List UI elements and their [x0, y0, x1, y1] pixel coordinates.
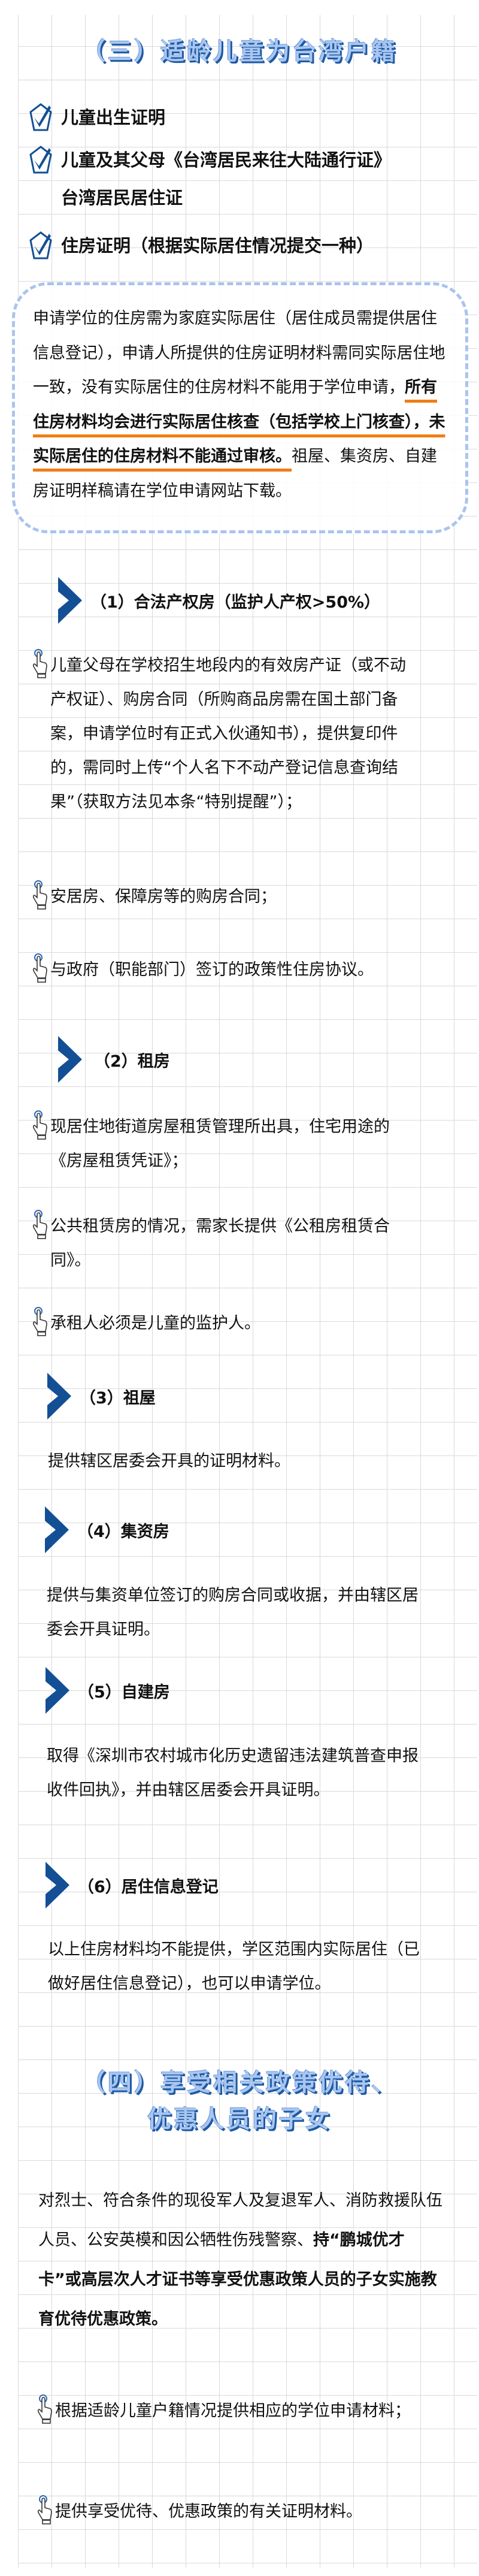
intro-bold: 持“鹏城优才卡”或高层次人才证书等享受优惠政策人员的子女实施教育优待优惠政策。: [38, 2231, 437, 2329]
heading-residence-registration: （6）居住信息登记: [46, 1862, 219, 1908]
pointing-hand-icon: [32, 1110, 47, 1140]
bullet-item: 承租人必须是儿童的监护人。: [32, 1306, 451, 1340]
checklist-item: 住房证明（根据实际居住情况提交一种）: [29, 228, 374, 261]
chevron-right-icon: [45, 1506, 69, 1553]
pointing-hand-icon: [32, 880, 47, 910]
pointing-hand-icon: [37, 2394, 52, 2424]
pointing-hand-icon: [32, 953, 47, 983]
pentagon-check-icon: [29, 231, 52, 259]
bullet-item: 与政府（职能部门）签订的政策性住房协议。: [32, 953, 451, 987]
bullet-item: 根据适龄儿童户籍情况提供相应的学位申请材料；: [37, 2394, 456, 2428]
pointing-hand-icon: [32, 649, 47, 678]
checklist-item: 儿童出生证明: [29, 99, 165, 133]
pentagon-check-icon: [29, 146, 52, 174]
chevron-right-icon: [58, 1036, 82, 1083]
pointing-hand-icon: [37, 2495, 52, 2524]
checklist-item-continued: 台湾居民居住证: [61, 188, 183, 208]
heading-legal-property: （1）合法产权房（监护人产权>50%）: [58, 577, 380, 624]
section-title-taiwan: （三）适龄儿童为台湾户籍: [81, 38, 398, 65]
heading-ancestral-house: （3）祖屋: [47, 1373, 156, 1420]
note-highlight: 所有住房材料均会进行实际居住核查（包括学校上门核查），未实际居住的住房材料不能通…: [33, 378, 445, 466]
note-plain-end: 祖屋、集资房、自建房证明样稿请在学位申请网站下载。: [33, 447, 437, 500]
intro-plain: 对烈士、符合条件的现役军人及复退军人、消防救援队伍人员、公安英模和因公牺牲伤残警…: [38, 2191, 442, 2249]
bullet-item: 儿童父母在学校招生地段内的有效房产证（或不动产权证）、购房合同（所购商品房需在国…: [32, 648, 451, 819]
ancestral-house-text: 提供辖区居委会开具的证明材料。: [48, 1452, 290, 1470]
bullet-item: 提供享受优待、优惠政策的有关证明材料。: [37, 2495, 456, 2529]
chevron-right-icon: [47, 1373, 71, 1420]
pointing-hand-icon: [32, 1210, 47, 1239]
heading-collective-housing: （4）集资房: [45, 1506, 169, 1553]
pentagon-check-icon: [29, 103, 52, 131]
heading-self-built-house: （5）自建房: [46, 1667, 170, 1714]
residence-registration-text: 以上住房材料均不能提供，学区范围内实际居住（已做好居住信息登记），也可以申请学位…: [48, 1940, 420, 1993]
checklist-item: 儿童及其父母《台湾居民来往大陆通行证》: [29, 142, 391, 176]
collective-housing-text: 提供与集资单位签订的购房合同或收据，并由辖区居委会开具证明。: [47, 1586, 419, 1639]
bullet-item: 安居房、保障房等的购房合同；: [32, 880, 451, 914]
pointing-hand-icon: [32, 1307, 47, 1336]
section-title-preferential-line1: （四）享受相关政策优待、: [81, 2069, 398, 2097]
chevron-right-icon: [58, 577, 82, 624]
housing-note-text: 申请学位的住房需为家庭实际居住（居住成员需提供居住信息登记），申请人所提供的住房…: [33, 301, 452, 508]
housing-note-box: [12, 282, 468, 533]
chevron-right-icon: [46, 1862, 69, 1908]
note-plain: 申请学位的住房需为家庭实际居住（居住成员需提供居住信息登记），申请人所提供的住房…: [33, 309, 445, 397]
chevron-right-icon: [46, 1667, 69, 1714]
self-built-house-text: 取得《深圳市农村城市化历史遗留违法建筑普查申报收件回执》，并由辖区居委会开具证明…: [47, 1747, 419, 1799]
bullet-item: 现居住地街道房屋租赁管理所出具，住宅用途的《房屋租赁凭证》；: [32, 1110, 451, 1178]
section-title-preferential-line2: 优惠人员的子女: [147, 2106, 332, 2133]
preferential-intro: 对烈士、符合条件的现役军人及复退军人、消防救援队伍人员、公安英模和因公牺牲伤残警…: [38, 2181, 445, 2339]
bullet-item: 公共租赁房的情况，需家长提供《公租房租赁合同》。: [32, 1209, 451, 1278]
heading-rental: （2）租房: [58, 1036, 170, 1083]
